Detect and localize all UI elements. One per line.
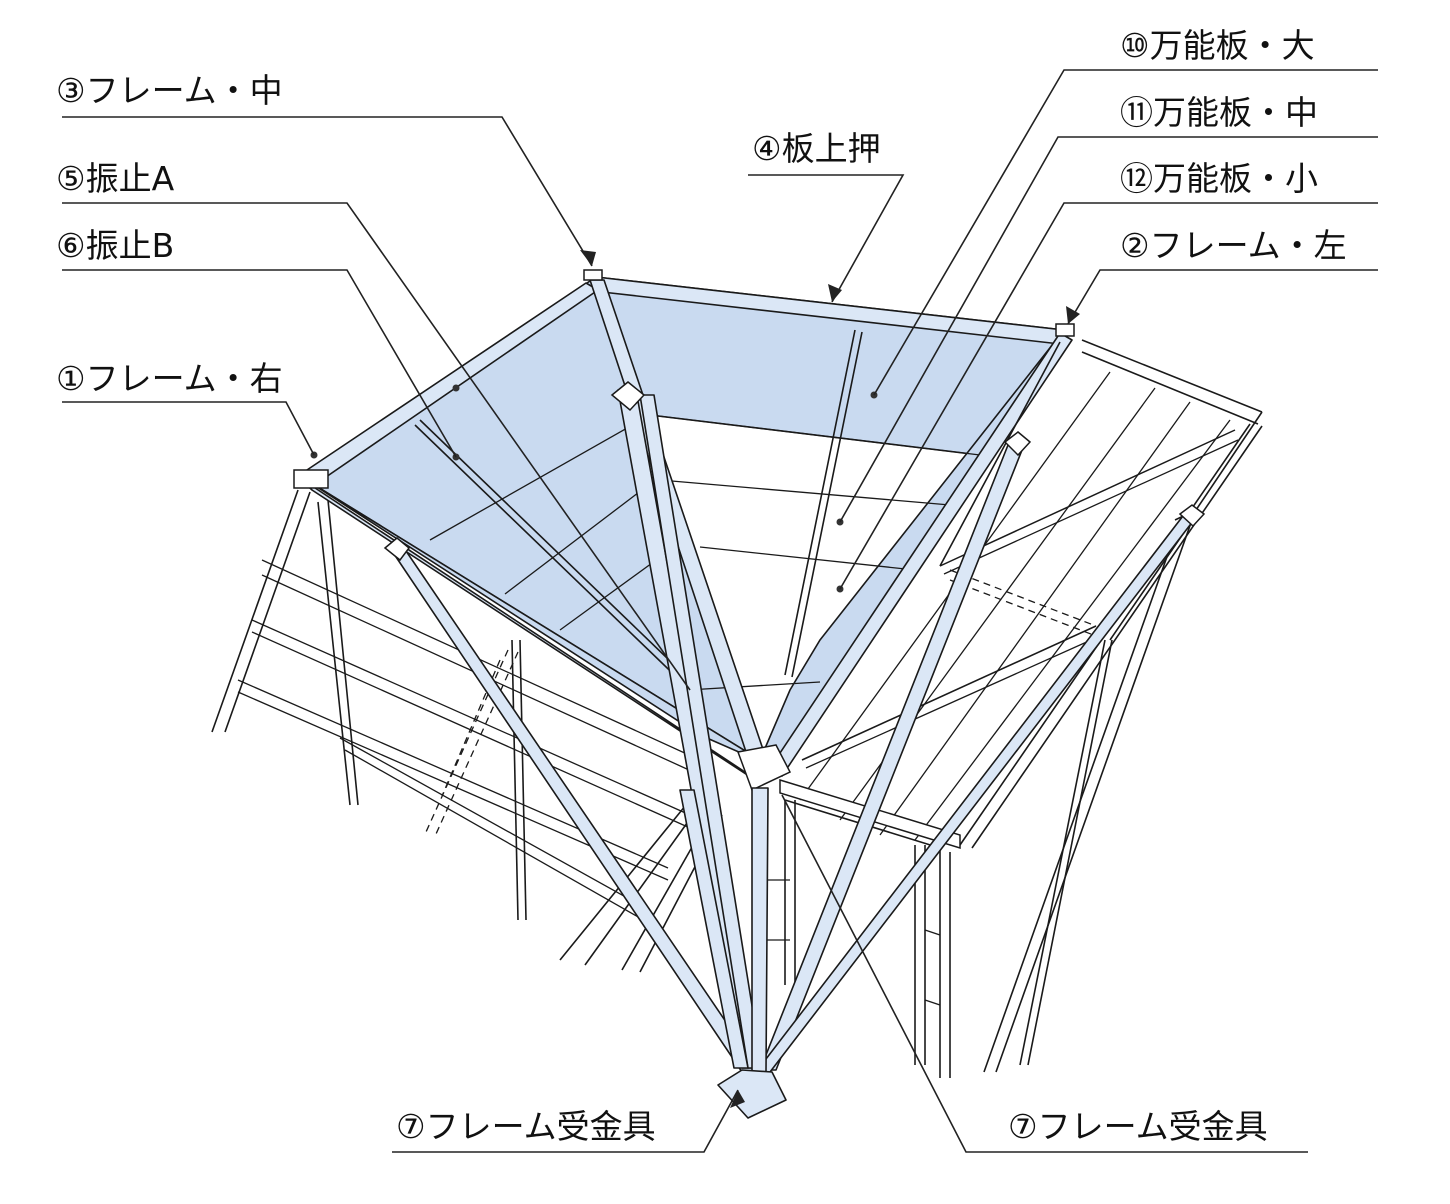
leader-sway-a: [62, 202, 691, 691]
label-universal-board-large: ⑩万能板・大: [1120, 26, 1315, 65]
leader-board-large: [873, 69, 1378, 396]
leader-frame-center: [62, 116, 593, 267]
leader-frame-right: [62, 401, 315, 456]
frame-center-bracket-icon: [583, 269, 603, 281]
leader-bracket-bottom: [392, 1089, 739, 1153]
frame-bracket-bottom-part: [717, 1069, 787, 1119]
sway-stop-b-brace: [784, 329, 856, 676]
label-sway-stop-b: ⑥振止B: [56, 226, 174, 265]
strut-4: [759, 439, 1027, 1071]
support-struts: [383, 381, 1206, 1119]
label-frame-left: ②フレーム・左: [1120, 226, 1347, 265]
strut-7: [679, 789, 749, 1069]
labels: ③フレーム・中 ⑤振止A ⑥振止B ①フレーム・右 ④板上押 ⑩万能板・大 ⑪万…: [56, 26, 1347, 1146]
strut-6: [751, 787, 769, 1073]
leader-board-medium: [839, 136, 1378, 523]
label-frame-right: ①フレーム・右: [56, 359, 283, 398]
leader-bracket-right: [781, 794, 1308, 1153]
label-universal-board-medium: ⑪万能板・中: [1120, 93, 1318, 132]
leader-frame-left: [1067, 269, 1378, 325]
dot-sway-a: [452, 384, 460, 392]
frame-right-bracket-icon: [293, 469, 329, 489]
braces: [414, 329, 1061, 691]
sway-stop-a-brace: [414, 424, 691, 691]
label-frame-bracket-bottom: ⑦フレーム受金具: [396, 1107, 656, 1146]
frame-rims: [293, 269, 1075, 792]
label-universal-board-small: ⑫万能板・小: [1120, 159, 1318, 198]
frame-left-bracket-icon: [1055, 323, 1075, 337]
strut-5: [755, 511, 1201, 1073]
leader-board-press: [748, 174, 905, 303]
label-frame-bracket-right: ⑦フレーム受金具: [1008, 1107, 1268, 1146]
leader-sway-b: [62, 269, 457, 458]
leader-lines: [62, 69, 1378, 1153]
label-frame-center: ③フレーム・中: [56, 71, 283, 110]
label-sway-stop-a: ⑤振止A: [56, 159, 175, 198]
leader-board-small: [839, 202, 1378, 590]
center-hub-icon: [736, 744, 792, 792]
label-board-top-press: ④板上押: [752, 129, 881, 168]
